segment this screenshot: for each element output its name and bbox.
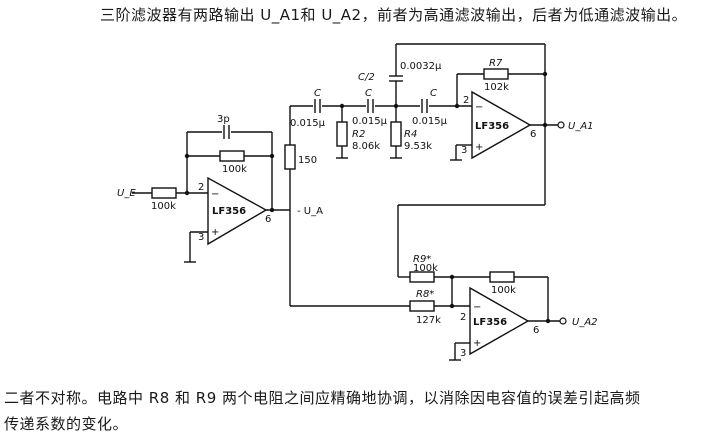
resistor-r4-name: R4 [404, 129, 417, 140]
resistor-r7-value: 102k [484, 82, 509, 93]
opamp-1-plus: + [211, 227, 219, 238]
opamp-1-pin2: 2 [198, 182, 204, 193]
opamp-3-plus: + [473, 338, 481, 349]
resistor-r9-name: R9* [413, 254, 431, 265]
junction-dot [184, 153, 190, 159]
resistor-input-value: 100k [151, 201, 176, 212]
junction-dot [449, 303, 455, 309]
resistor-r2-value: 8.06k [352, 141, 380, 152]
opamp-1-pin6: 6 [265, 214, 271, 225]
opamp-3-label: LF356 [473, 317, 507, 328]
opamp-3-pin6: 6 [533, 325, 539, 336]
capacitor-c1-value: 0.015μ [290, 118, 326, 129]
output-ua-label: - U_A [297, 206, 323, 217]
junction-dots [184, 71, 551, 324]
opamp-1-pin3: 3 [198, 232, 204, 243]
capacitor-c2-value: 0.015μ [352, 116, 388, 127]
output-ua2-label: U_A2 [572, 317, 598, 328]
opamp-2-pin3: 3 [461, 145, 467, 156]
resistor-150-value: 150 [298, 155, 317, 166]
resistor-feedback-3-value: 100k [491, 285, 516, 296]
stage3: R9* 100k R8* 127k 100k LF356 − + 2 3 6 U… [290, 125, 598, 361]
caption-bottom-1: 二者不对称。电路中 R8 和 R9 两个电阻之间应精确地协调，以消除因电容值的误… [4, 389, 641, 407]
caption-top: 三阶滤波器有两路输出 U_A1和 U_A2，前者为高通滤波输出，后者为低通滤波输… [100, 6, 688, 24]
resistor-r4-value: 9.53k [404, 141, 432, 152]
resistor-r8-value: 127k [416, 315, 441, 326]
junction-dot [542, 71, 548, 77]
output-ua2-terminal [559, 317, 567, 325]
junction-dot [545, 318, 551, 324]
opamp-3-minus: − [473, 302, 481, 313]
resistor-r8 [409, 300, 435, 312]
opamp-1 [207, 176, 268, 246]
junction-dot [393, 103, 399, 109]
capacitor-c3-value: 0.015μ [412, 116, 448, 127]
junction-dot [339, 103, 345, 109]
opamp-1-minus: − [211, 189, 219, 200]
opamp-2-pin2: 2 [463, 95, 469, 106]
opamp-2-plus: + [475, 142, 483, 153]
caption-bottom-2: 传递系数的变化。 [4, 415, 129, 433]
input-label: U_E [117, 188, 136, 199]
stage1: U_E 100k 3p 100k LF356 − + 2 3 6 - U_A [117, 114, 323, 263]
resistor-r8-name: R8* [416, 289, 434, 300]
resistor-input [151, 187, 177, 199]
resistor-150 [284, 144, 296, 170]
opamp-1-label: LF356 [212, 206, 246, 217]
output-ua1-terminal [557, 121, 565, 129]
opamp-2-label: LF356 [475, 121, 509, 132]
resistor-feedback-value: 100k [222, 164, 247, 175]
junction-dot [449, 274, 455, 280]
resistor-r7-name: R7 [489, 58, 503, 69]
junction-dot [542, 122, 548, 128]
resistor-r9-value: 100k [413, 263, 438, 274]
capacitor-3p-value: 3p [217, 114, 230, 125]
junction-dot [184, 190, 190, 196]
resistor-r2-name: R2 [352, 129, 365, 140]
resistor-feedback [219, 150, 245, 162]
opamp-2 [471, 90, 532, 160]
capacitor-c2-name: C [365, 88, 372, 99]
junction-dot [269, 153, 275, 159]
opamp-2-pin6: 6 [530, 129, 536, 140]
junction-dot [269, 207, 275, 213]
resistor-feedback-3 [489, 271, 515, 283]
capacitor-chalf-name: C/2 [358, 72, 375, 83]
resistor-r2 [336, 121, 348, 147]
resistor-r7 [483, 68, 509, 80]
capacitor-chalf-value: 0.0032μ [400, 61, 442, 72]
output-ua1-label: U_A1 [568, 121, 594, 132]
opamp-3-pin2: 2 [460, 312, 466, 323]
resistor-r4 [390, 121, 402, 147]
capacitor-c3-name: C [430, 88, 437, 99]
junction-dot [454, 103, 460, 109]
stage2: 150 C 0.015μ C 0.015μ C 0.015μ R2 8.06k … [284, 43, 594, 306]
capacitor-c1-name: C [314, 88, 321, 99]
opamp-3 [469, 286, 530, 356]
opamp-3-pin3: 3 [460, 348, 466, 359]
opamp-2-minus: − [475, 102, 483, 113]
